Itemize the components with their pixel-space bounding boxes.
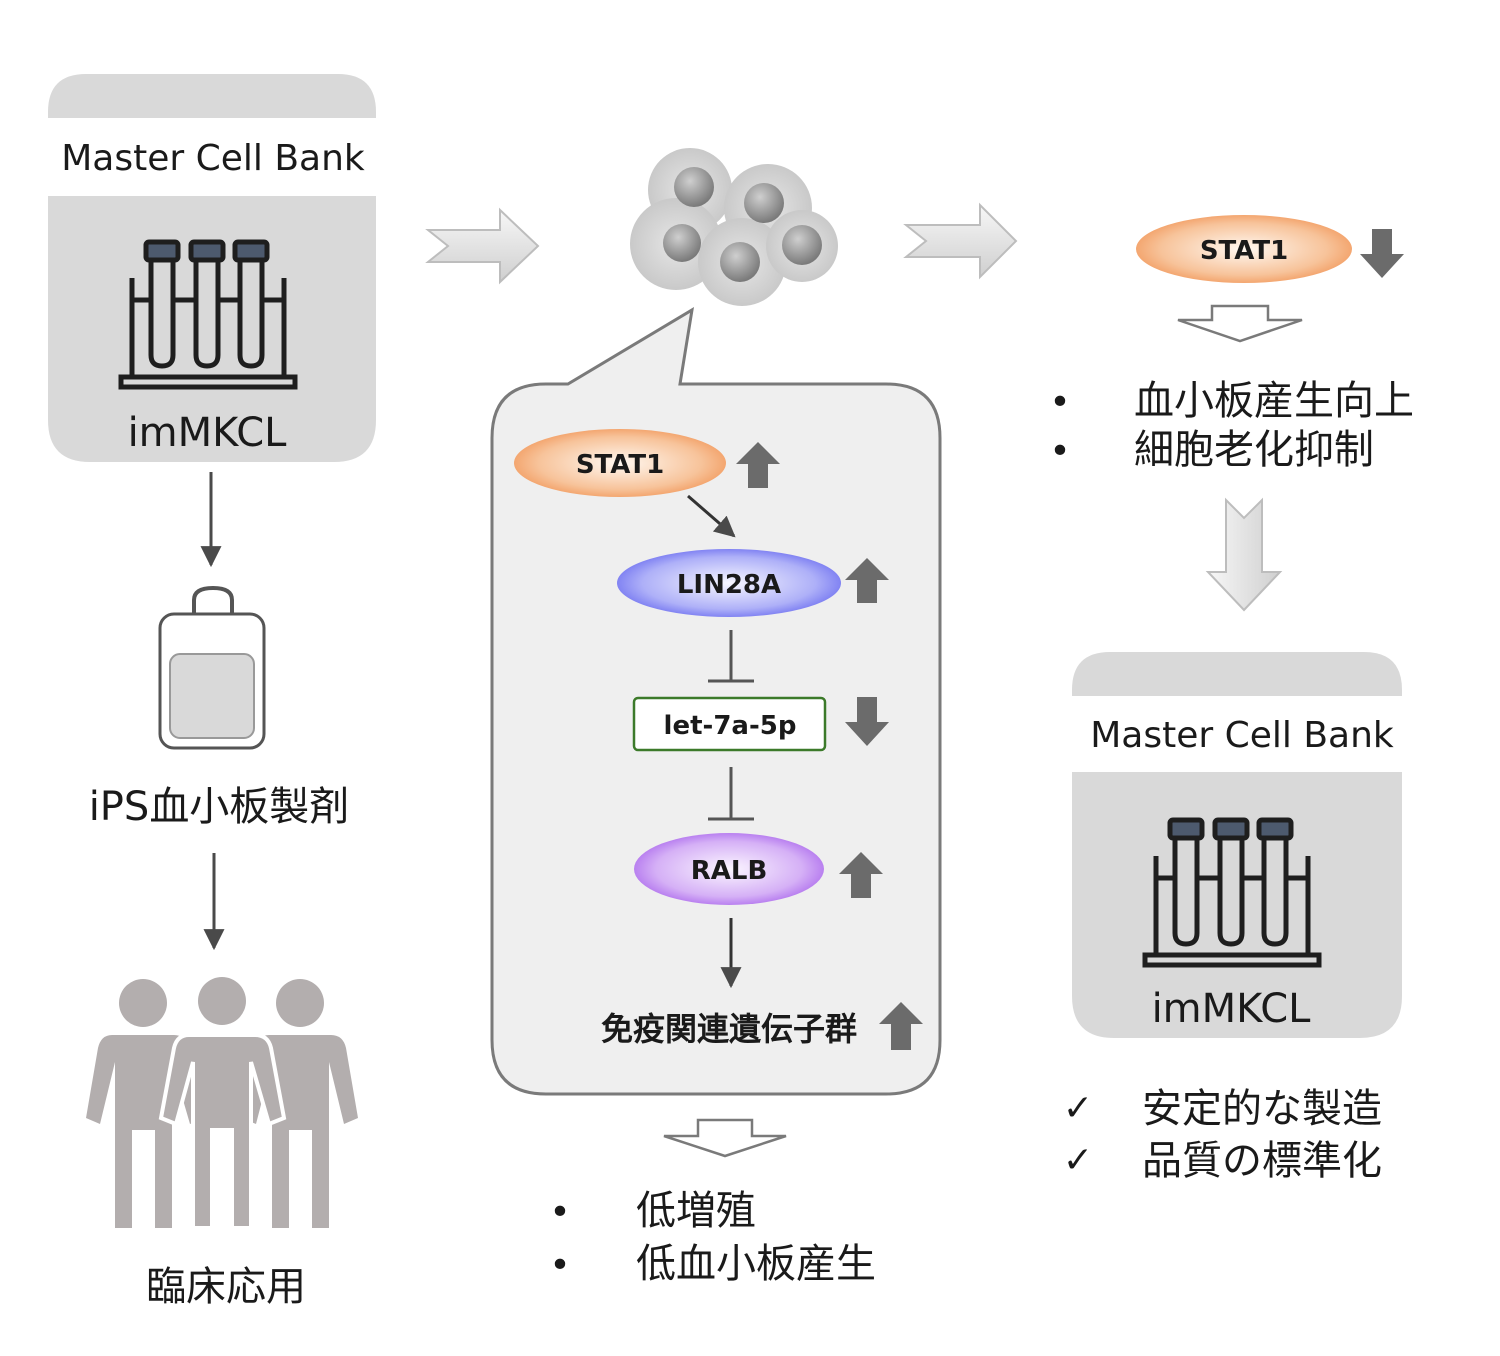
left-bank-title: Master Cell Bank bbox=[61, 138, 365, 179]
let7-down-arrow-icon bbox=[845, 697, 889, 746]
benefit-item: 安定的な製造 bbox=[1142, 1086, 1382, 1132]
lin28a-label: LIN28A bbox=[677, 570, 781, 600]
stat1-right-label: STAT1 bbox=[1200, 236, 1288, 266]
middle-outcome-item: 低血小板産生 bbox=[636, 1241, 876, 1287]
lin28a-node bbox=[617, 549, 841, 617]
chevron-arrow-right-icon bbox=[903, 202, 1018, 280]
bullet: • bbox=[549, 1245, 570, 1286]
immune-genes-label: 免疫関連遺伝子群 bbox=[601, 1010, 857, 1048]
bullet: • bbox=[1049, 382, 1070, 423]
stat1-right-down-arrow-icon bbox=[1360, 229, 1404, 278]
test-tube-rack-icon bbox=[1142, 817, 1322, 968]
left-bank-body bbox=[48, 196, 376, 462]
middle-outcome-item: 低増殖 bbox=[636, 1188, 756, 1234]
test-tube-rack-icon bbox=[118, 239, 298, 390]
benefit-item: 品質の標準化 bbox=[1142, 1138, 1382, 1184]
check-icon: ✓ bbox=[1063, 1088, 1093, 1129]
immune-genes-up-arrow-icon bbox=[879, 1002, 923, 1050]
blood-bag-icon bbox=[158, 585, 266, 750]
cell-cluster-icon bbox=[630, 148, 838, 306]
product-label: iPS血小板製剤 bbox=[89, 784, 350, 830]
right-bank-cap bbox=[1072, 652, 1402, 696]
left-master-cell-bank: Master Cell Bank imMKCL bbox=[48, 74, 376, 462]
clinical-application-label: 臨床応用 bbox=[146, 1264, 306, 1310]
let7-node bbox=[632, 696, 827, 752]
check-icon: ✓ bbox=[1063, 1140, 1093, 1181]
right-bank-title: Master Cell Bank bbox=[1090, 715, 1394, 756]
hollow-down-arrow-right-icon bbox=[1177, 304, 1303, 343]
right-outcome-list: • 血小板産生向上 • 細胞老化抑制 bbox=[1049, 378, 1414, 473]
left-bank-cell-line: imMKCL bbox=[128, 410, 288, 456]
lin28a-up-arrow-icon bbox=[845, 558, 889, 603]
stat1-right-node bbox=[1136, 215, 1352, 283]
chevron-arrow-left-icon bbox=[425, 207, 540, 285]
bullet: • bbox=[549, 1192, 570, 1233]
inhibition-let7-ralb bbox=[708, 767, 754, 821]
stat1-node bbox=[514, 429, 726, 497]
hollow-down-arrow-middle-icon bbox=[663, 1118, 787, 1158]
arrow-stat1-to-lin28a bbox=[687, 494, 736, 538]
inhibition-lin28a-let7 bbox=[708, 630, 754, 683]
right-master-cell-bank: Master Cell Bank imMKCL bbox=[1072, 652, 1402, 1038]
left-bank-cap bbox=[48, 74, 376, 118]
stat1-label: STAT1 bbox=[576, 450, 664, 480]
right-outcome-item: 細胞老化抑制 bbox=[1134, 427, 1374, 473]
people-group-icon bbox=[86, 977, 358, 1230]
ralb-up-arrow-icon bbox=[839, 852, 883, 898]
chevron-arrow-down-icon bbox=[1205, 497, 1283, 612]
stat1-up-arrow-icon bbox=[736, 442, 780, 488]
middle-outcome-list: • 低増殖 • 低血小板産生 bbox=[549, 1188, 876, 1287]
ralb-node bbox=[634, 833, 824, 905]
right-bank-cell-line: imMKCL bbox=[1152, 986, 1312, 1032]
let7-label: let-7a-5p bbox=[664, 711, 797, 741]
benefits-list: ✓ 安定的な製造 ✓ 品質の標準化 bbox=[1063, 1086, 1382, 1184]
right-outcome-item: 血小板産生向上 bbox=[1134, 378, 1414, 424]
bullet: • bbox=[1049, 431, 1070, 472]
ralb-label: RALB bbox=[691, 856, 768, 886]
right-bank-body bbox=[1072, 772, 1402, 1038]
